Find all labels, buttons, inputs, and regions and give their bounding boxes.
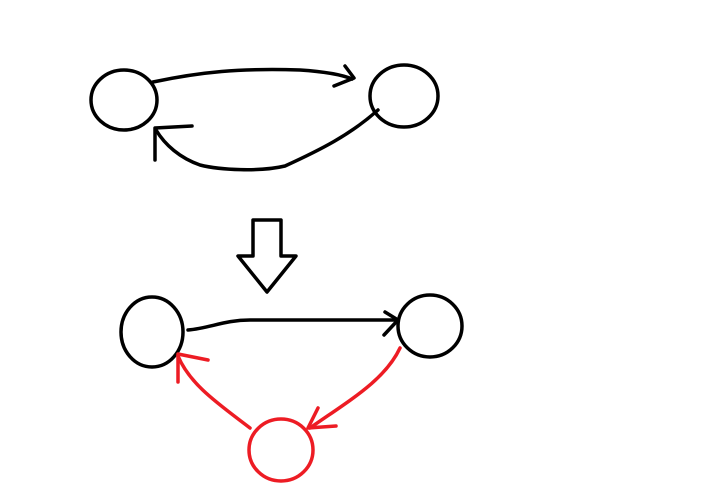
- node-a-after: [119, 295, 185, 369]
- edge-b-to-a-before: [153, 108, 380, 172]
- edge-a-to-b-before: [151, 64, 356, 88]
- new-node-group: [176, 346, 402, 483]
- node-c-new: [247, 417, 315, 483]
- node-a-before: [89, 68, 159, 132]
- before-graph: [89, 63, 440, 172]
- arrowhead-icon: [306, 406, 338, 430]
- edge-a-to-b-after: [186, 310, 400, 337]
- node-b-before: [368, 63, 440, 129]
- arrowhead-icon: [176, 352, 210, 384]
- after-graph: [119, 293, 464, 483]
- node-b-after: [396, 293, 464, 359]
- down-arrow-icon: [236, 218, 298, 294]
- arrowhead-icon: [332, 64, 356, 88]
- edge-b-to-c: [306, 346, 402, 430]
- arrowhead-icon: [382, 310, 400, 337]
- arrowhead-icon: [153, 124, 194, 162]
- edge-c-to-a: [176, 352, 252, 430]
